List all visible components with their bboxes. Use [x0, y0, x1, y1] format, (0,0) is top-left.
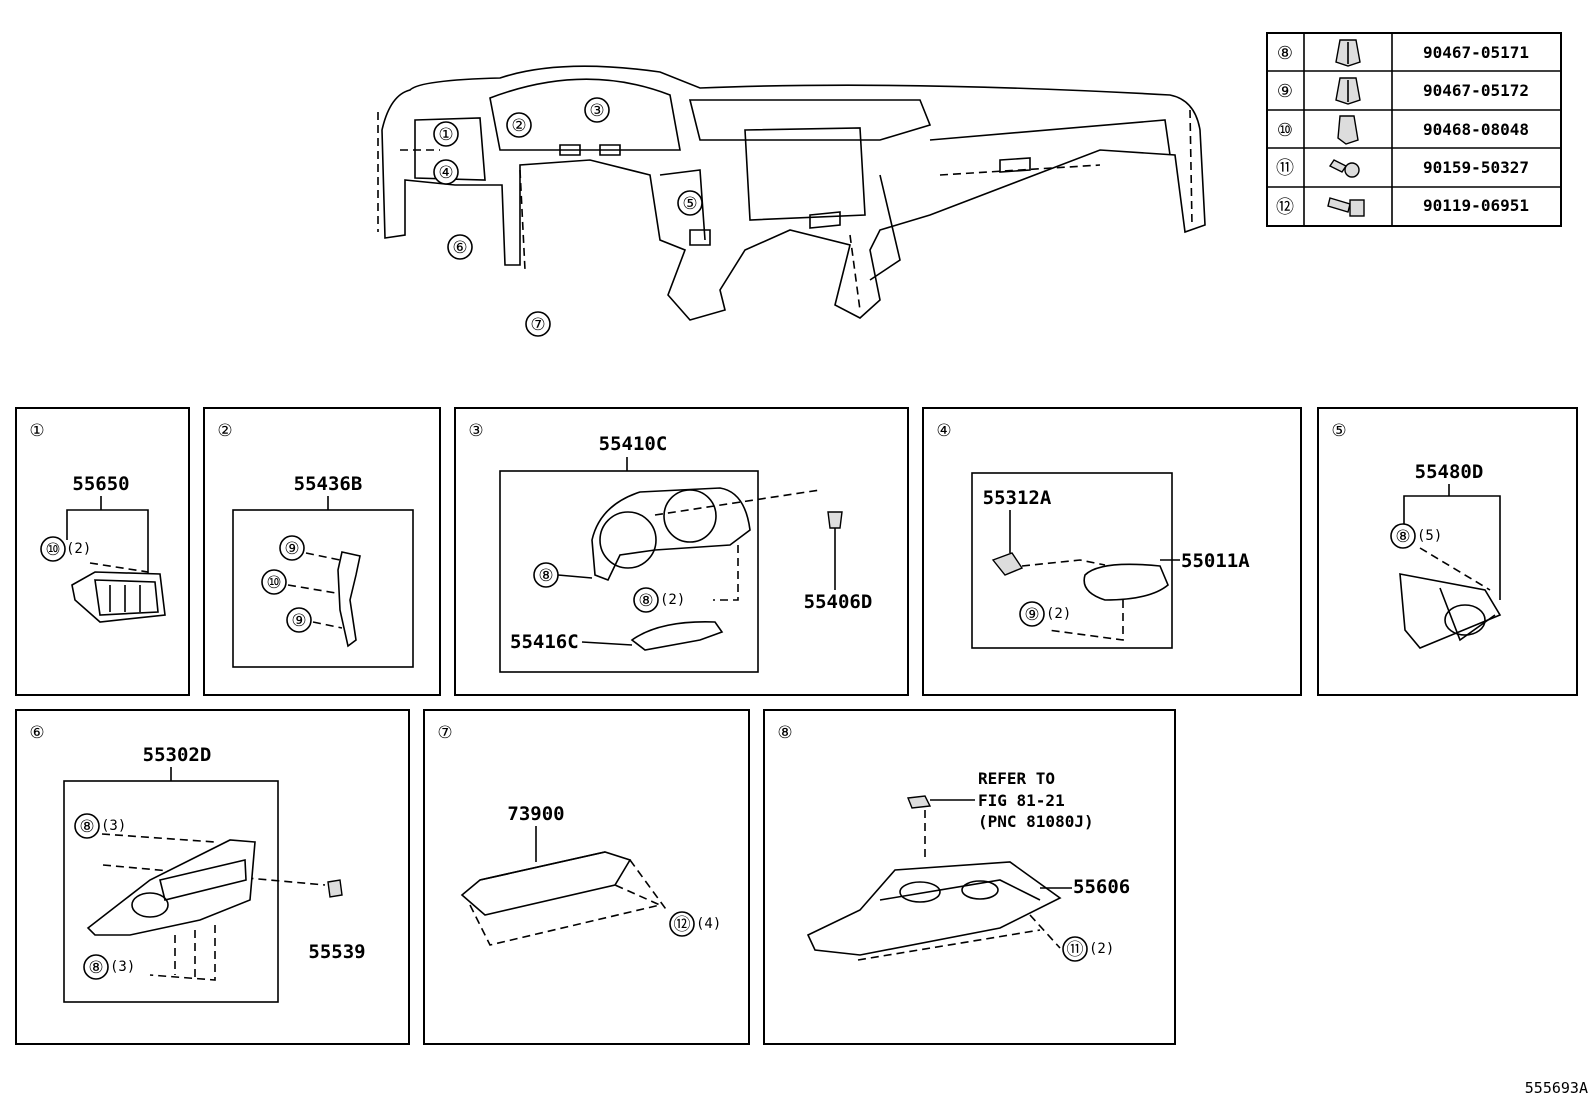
- part-label[interactable]: 55410C: [599, 433, 668, 455]
- overview-callouts: ① ② ③ ④ ⑤ ⑥ ⑦: [433, 97, 703, 337]
- panel-4-lower-panel: ④ 55312A 55011A ⑨ (2): [922, 407, 1302, 696]
- callout-4[interactable]: ④: [438, 163, 453, 183]
- callout-circle: [584, 97, 610, 123]
- clip-ref: ⑩: [45, 540, 60, 560]
- panel-5-lower-pad: ⑤ 55480D ⑧ (5): [1317, 407, 1578, 696]
- screw-ref: ⑪: [1067, 940, 1084, 960]
- clip-ref: ⑧: [88, 958, 103, 978]
- panel-ref: ⑤: [1331, 421, 1346, 441]
- quantity: (2): [66, 541, 91, 557]
- panel-1-side-register: ① 55650 ⑩ (2): [15, 407, 190, 696]
- panel-6-center-cluster: ⑥ 55302D ⑧ (3) ⑧ (3) 55539: [15, 709, 410, 1045]
- callout-1[interactable]: ①: [438, 125, 453, 145]
- quantity: (5): [1417, 528, 1442, 544]
- table-ref-12: ⑫: [1276, 197, 1294, 218]
- part-label[interactable]: 55436B: [294, 473, 363, 495]
- panel-ref: ⑦: [437, 723, 452, 743]
- part-number: 90159-50327: [1423, 158, 1529, 177]
- part-label[interactable]: 55650: [72, 473, 129, 495]
- screw-icon: [1328, 159, 1360, 178]
- quantity: (4): [696, 916, 721, 932]
- table-ref-11: ⑪: [1276, 158, 1294, 179]
- panel-ref: ③: [468, 421, 483, 441]
- quantity: (2): [1046, 606, 1071, 622]
- clip-ref: ⑧: [79, 817, 94, 837]
- callout-circle: [525, 311, 551, 337]
- bolt-ref: ⑫: [674, 915, 691, 935]
- panel-ref: ②: [217, 421, 232, 441]
- part-number: 90468-08048: [1423, 120, 1529, 139]
- clip-icon: [1335, 77, 1361, 105]
- callout-6[interactable]: ⑥: [452, 238, 467, 258]
- quantity: (3): [101, 818, 126, 834]
- part-label[interactable]: 55606: [1073, 876, 1130, 898]
- clip-ref: ⑨: [291, 611, 306, 631]
- clip-ref: ⑩: [266, 573, 281, 593]
- part-label[interactable]: 55011A: [1181, 550, 1250, 572]
- refer-note: FIG 81-21: [978, 791, 1065, 810]
- part-label[interactable]: 55539: [308, 941, 365, 963]
- panel-ref: ⑧: [777, 723, 792, 743]
- part-number: 90467-05171: [1423, 43, 1529, 62]
- part-label[interactable]: 73900: [507, 803, 564, 825]
- callout-3[interactable]: ③: [589, 101, 604, 121]
- part-label[interactable]: 55480D: [1415, 461, 1484, 483]
- quantity: (3): [110, 959, 135, 975]
- clip-ref: ⑧: [1395, 527, 1410, 547]
- clip-ref: ⑨: [284, 539, 299, 559]
- panel-2-side-trim: ② 55436B ⑨ ⑩ ⑨: [203, 407, 441, 696]
- part-number: 90467-05172: [1423, 81, 1529, 100]
- panel-8-glove-box: ⑧ REFER TO FIG 81-21 (PNC 81080J) 55606 …: [763, 709, 1176, 1045]
- part-label[interactable]: 55416C: [510, 631, 579, 653]
- panel-ref: ①: [29, 421, 44, 441]
- diagram-id: 555693A: [1525, 1079, 1588, 1097]
- clip-ref: ⑧: [538, 566, 553, 586]
- panel-3-meter-hood: ③ 55410C ⑧ ⑧ (2) 55416C 55406D: [454, 407, 909, 696]
- panel-ref: ④: [936, 421, 951, 441]
- table-ref-10: ⑩: [1277, 120, 1293, 141]
- fastener-table: ⑧ 90467-05171 ⑨ 90467-05172 ⑩ 90468-0804…: [1266, 32, 1562, 227]
- fastener-table-frame: [1266, 32, 1562, 227]
- instrument-panel-overview: [377, 65, 1206, 321]
- bolt-icon: [1327, 197, 1365, 217]
- callout-circle: [433, 159, 459, 185]
- table-ref-9: ⑨: [1277, 81, 1293, 102]
- part-number: 90119-06951: [1423, 196, 1529, 215]
- callout-2[interactable]: ②: [511, 116, 526, 136]
- clip-icon: [1335, 39, 1361, 67]
- callout-7[interactable]: ⑦: [530, 315, 545, 335]
- part-label[interactable]: 55312A: [983, 487, 1052, 509]
- quantity: (2): [660, 592, 685, 608]
- callout-circle: [506, 112, 532, 138]
- callout-circle: [677, 190, 703, 216]
- part-label[interactable]: 55302D: [143, 744, 212, 766]
- refer-note: (PNC 81080J): [978, 812, 1094, 831]
- refer-note: REFER TO: [978, 769, 1055, 788]
- clip-icon: [1337, 115, 1359, 145]
- part-label[interactable]: 55406D: [804, 591, 873, 613]
- panel-ref: ⑥: [29, 723, 44, 743]
- panel-7-airbag: ⑦ 73900 ⑫ (4): [423, 709, 750, 1045]
- clip-ref: ⑨: [1024, 605, 1039, 625]
- table-ref-8: ⑧: [1277, 43, 1293, 64]
- callout-5[interactable]: ⑤: [682, 194, 697, 214]
- clip-ref: ⑧: [638, 591, 653, 611]
- callout-circle: [433, 121, 459, 147]
- callout-circle: [447, 234, 473, 260]
- quantity: (2): [1089, 941, 1114, 957]
